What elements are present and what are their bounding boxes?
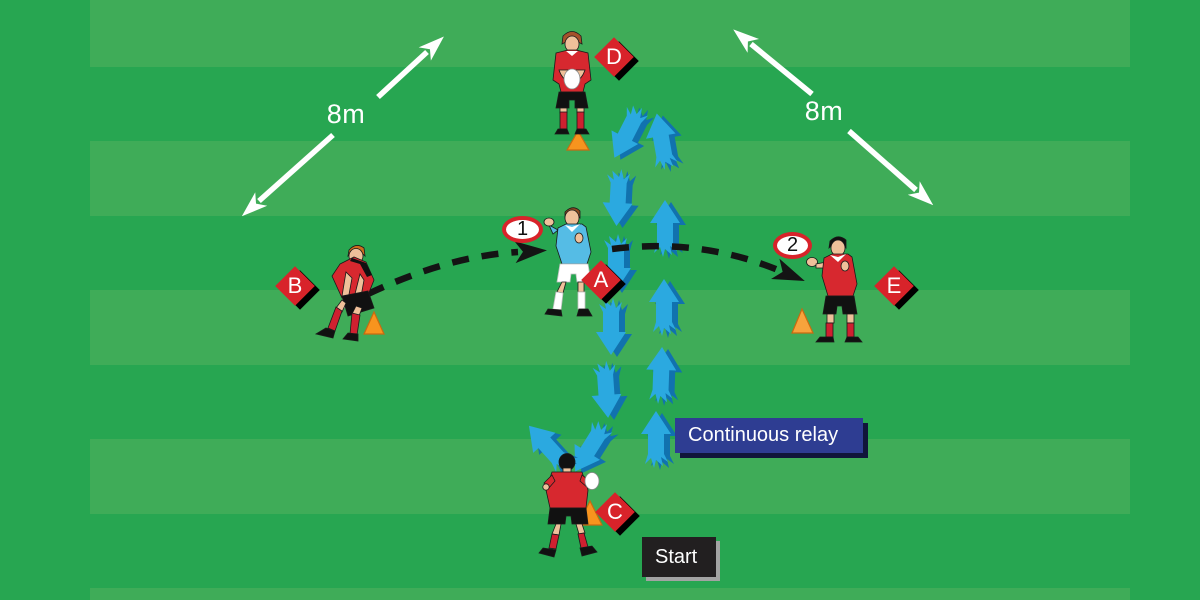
player-e (806, 236, 863, 343)
measure-arrow-left (241, 36, 444, 217)
badge-letter-d: D (606, 44, 622, 69)
player-b (314, 245, 375, 342)
pass-arrow-1 (366, 241, 547, 297)
relay-caption-text: Continuous relay (688, 424, 839, 446)
cone-icon (791, 307, 814, 334)
player-c (538, 453, 600, 558)
badge-letter-e: E (886, 273, 902, 298)
sequence-number: 2 (786, 234, 799, 256)
measure-arrow-right (733, 29, 934, 206)
badge-letter-b: B (287, 273, 303, 298)
start-caption-box: Start (642, 537, 716, 577)
badge-player-c: C (595, 492, 640, 536)
player-a (543, 207, 593, 317)
badge-player-b: B (275, 266, 320, 310)
cone-icon (565, 129, 591, 151)
sequence-marker-1: 1 (502, 216, 543, 243)
start-caption-text: Start (655, 546, 698, 568)
pass-arrow-2 (611, 242, 805, 282)
badge-player-a: A (581, 260, 626, 304)
distance-label-right: 8m (804, 96, 844, 126)
badge-letter-a: A (593, 267, 609, 292)
sequence-number: 1 (516, 218, 529, 240)
measure-arrow-left-up (376, 36, 444, 100)
measure-arrow-right-up (733, 29, 814, 97)
distance-label-left: 8m (326, 99, 366, 129)
badge-player-e: E (874, 266, 919, 310)
measure-arrow-left-down (241, 132, 335, 217)
relay-arrows-up (641, 110, 688, 470)
relay-caption-box: Continuous relay (675, 418, 863, 453)
badge-player-d: D (594, 37, 639, 81)
cone-icon (363, 310, 385, 335)
badge-letter-c: C (607, 499, 623, 524)
sequence-marker-2: 2 (773, 232, 812, 259)
measure-arrow-right-down (847, 128, 934, 206)
player-d (552, 31, 592, 135)
